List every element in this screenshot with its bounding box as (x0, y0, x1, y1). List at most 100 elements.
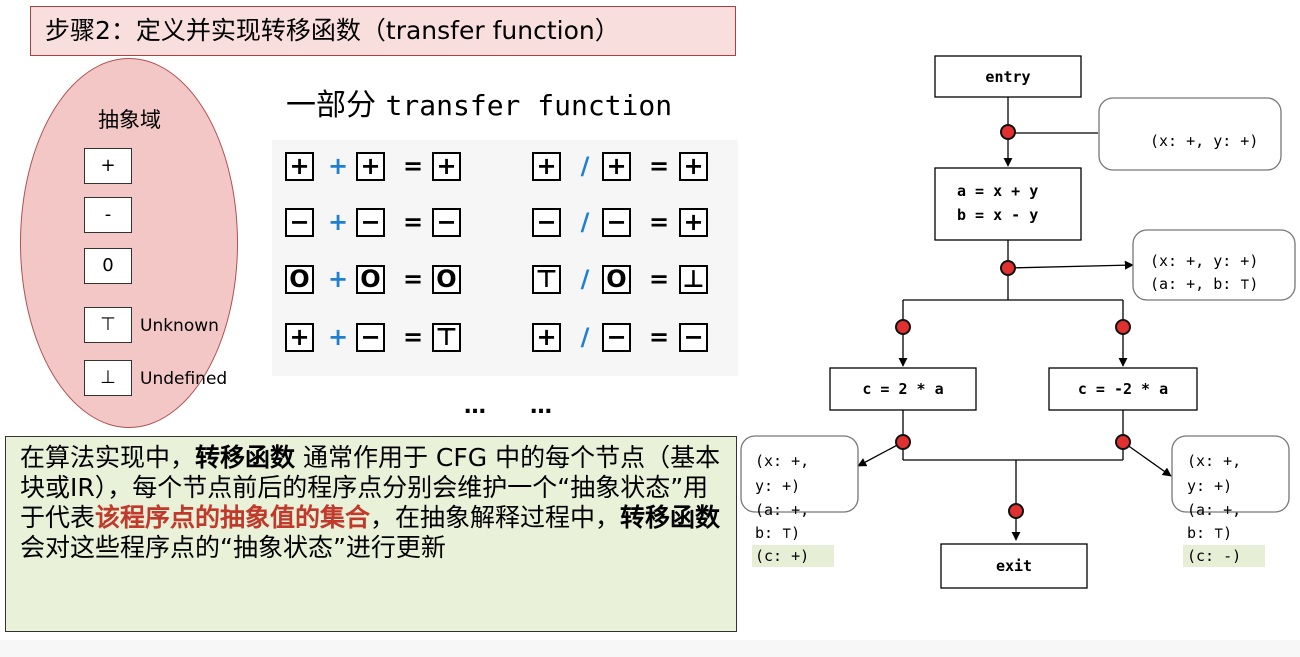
rule-value-box: − (432, 208, 461, 237)
state-box-2 (1132, 229, 1296, 301)
state-right-line2: y: +) (1187, 477, 1232, 495)
node-exit-label: exit (996, 557, 1032, 575)
rule-value-box: − (285, 208, 314, 237)
rule-equals: = (648, 265, 670, 293)
rule-value-box: O (356, 265, 385, 294)
ellipsis-left: … (464, 394, 487, 419)
rule-operator: + (327, 152, 349, 180)
state-right-line3: (a: +, (1187, 501, 1241, 519)
slide-title: 步骤2：定义并实现转移函数（transfer function） (30, 6, 736, 56)
rule-value-box: + (285, 323, 314, 352)
state-left-line5: (c: +) (755, 547, 809, 565)
program-point-dot (895, 434, 911, 450)
rule-equals: = (648, 323, 670, 351)
ellipsis-right: … (530, 394, 553, 419)
node-entry (934, 55, 1082, 98)
edge-state-left (857, 441, 904, 467)
state-left-line3: (a: +, (755, 501, 809, 519)
rule-equals: = (648, 152, 670, 180)
state-right-line5: (c: -) (1187, 547, 1241, 565)
state-box-2-line1: (x: +, y: +) (1150, 252, 1258, 270)
note-bold-2: 转移函数 (620, 503, 721, 532)
state-box-1 (1098, 97, 1282, 171)
rule-value-box: + (679, 152, 708, 181)
state-right-line4: b: ⊤) (1187, 524, 1232, 542)
rule-value-box: O (602, 265, 631, 294)
rule-operator: + (327, 323, 349, 351)
domain-item-top: ⊤ (84, 307, 132, 343)
rule-equals: = (402, 323, 424, 351)
domain-item-plus: + (84, 148, 132, 184)
program-point-dot (1115, 434, 1131, 450)
state-left-line2: y: +) (755, 477, 800, 495)
rule-value-box: − (602, 323, 631, 352)
rule-equals: = (402, 152, 424, 180)
rule-operator: / (580, 265, 590, 293)
rule-value-box: + (356, 152, 385, 181)
rule-value-box: + (285, 152, 314, 181)
domain-item-bottom: ⊥ (84, 360, 132, 396)
transfer-function-heading: 一部分 transfer function (286, 80, 672, 124)
rule-operator: + (327, 265, 349, 293)
bottom-strip (0, 640, 1300, 657)
node-left (829, 367, 977, 411)
note-text-1: 在算法实现中， (20, 443, 196, 472)
rule-operator: / (580, 152, 590, 180)
domain-label-undefined: Undefined (140, 369, 228, 389)
program-point-dot (1000, 124, 1016, 140)
state-left-line1: (x: +, (755, 452, 809, 470)
program-point-dot (1008, 503, 1024, 519)
rule-value-box: + (679, 208, 708, 237)
program-point-dot (1115, 319, 1131, 335)
node-entry-label: entry (985, 68, 1030, 86)
state-box-2-line2: (a: +, b: ⊤) (1150, 275, 1258, 293)
rule-value-box: ⊥ (679, 265, 708, 294)
rule-value-box: O (432, 265, 461, 294)
program-point-dot (895, 319, 911, 335)
state-left-line4: b: ⊤) (755, 524, 800, 542)
node-right (1048, 367, 1198, 411)
rule-value-box: − (356, 323, 385, 352)
heading-prefix: 一部分 (286, 88, 376, 123)
node-block1-line1: a = x + y (957, 182, 1038, 200)
state-box-1-text: (x: +, y: +) (1150, 132, 1258, 150)
rule-equals: = (402, 208, 424, 236)
state-right-line1: (x: +, (1187, 452, 1241, 470)
rule-value-box: + (602, 152, 631, 181)
note-bold-1: 转移函数 (195, 443, 296, 472)
rule-value-box: − (356, 208, 385, 237)
state-right-highlight (1183, 545, 1265, 567)
state-box-right (1171, 435, 1290, 513)
rule-value-box: − (679, 323, 708, 352)
heading-mono: transfer function (385, 89, 673, 122)
domain-item-minus: - (84, 197, 132, 233)
node-exit (940, 543, 1088, 589)
node-block1 (934, 167, 1082, 241)
note-text-2: 通常作用于 CFG 中的每个节点（基本块或IR），每个节点前后的程序点分别会维护… (20, 443, 721, 532)
rule-value-box: ⊤ (532, 265, 561, 294)
rule-operator: / (580, 323, 590, 351)
rule-value-box: ⊤ (432, 323, 461, 352)
domain-label-unknown: Unknown (140, 316, 219, 336)
rule-operator: / (580, 208, 590, 236)
edge-state2 (1007, 260, 1134, 270)
node-right-label: c = -2 * a (1078, 380, 1168, 398)
node-left-label: c = 2 * a (862, 380, 943, 398)
node-block1-line2: b = x - y (957, 206, 1038, 224)
note-highlight: 该程序点的抽象值的集合 (95, 503, 371, 532)
rules-panel (272, 140, 738, 376)
program-point-dot (1000, 260, 1016, 276)
rule-value-box: + (532, 323, 561, 352)
state-box-left (740, 435, 859, 513)
rule-value-box: − (602, 208, 631, 237)
rule-equals: = (648, 208, 670, 236)
explanation-note: 在算法实现中，转移函数 通常作用于 CFG 中的每个节点（基本块或IR），每个节… (5, 436, 737, 632)
rule-value-box: O (285, 265, 314, 294)
note-text-3: ，在抽象解释过程中， (370, 503, 621, 532)
abstract-domain-title: 抽象域 (98, 108, 161, 132)
rule-operator: + (327, 208, 349, 236)
rule-equals: = (402, 265, 424, 293)
rule-value-box: + (432, 152, 461, 181)
note-text-4: 会对这些程序点的“抽象状态”进行更新 (20, 533, 446, 562)
